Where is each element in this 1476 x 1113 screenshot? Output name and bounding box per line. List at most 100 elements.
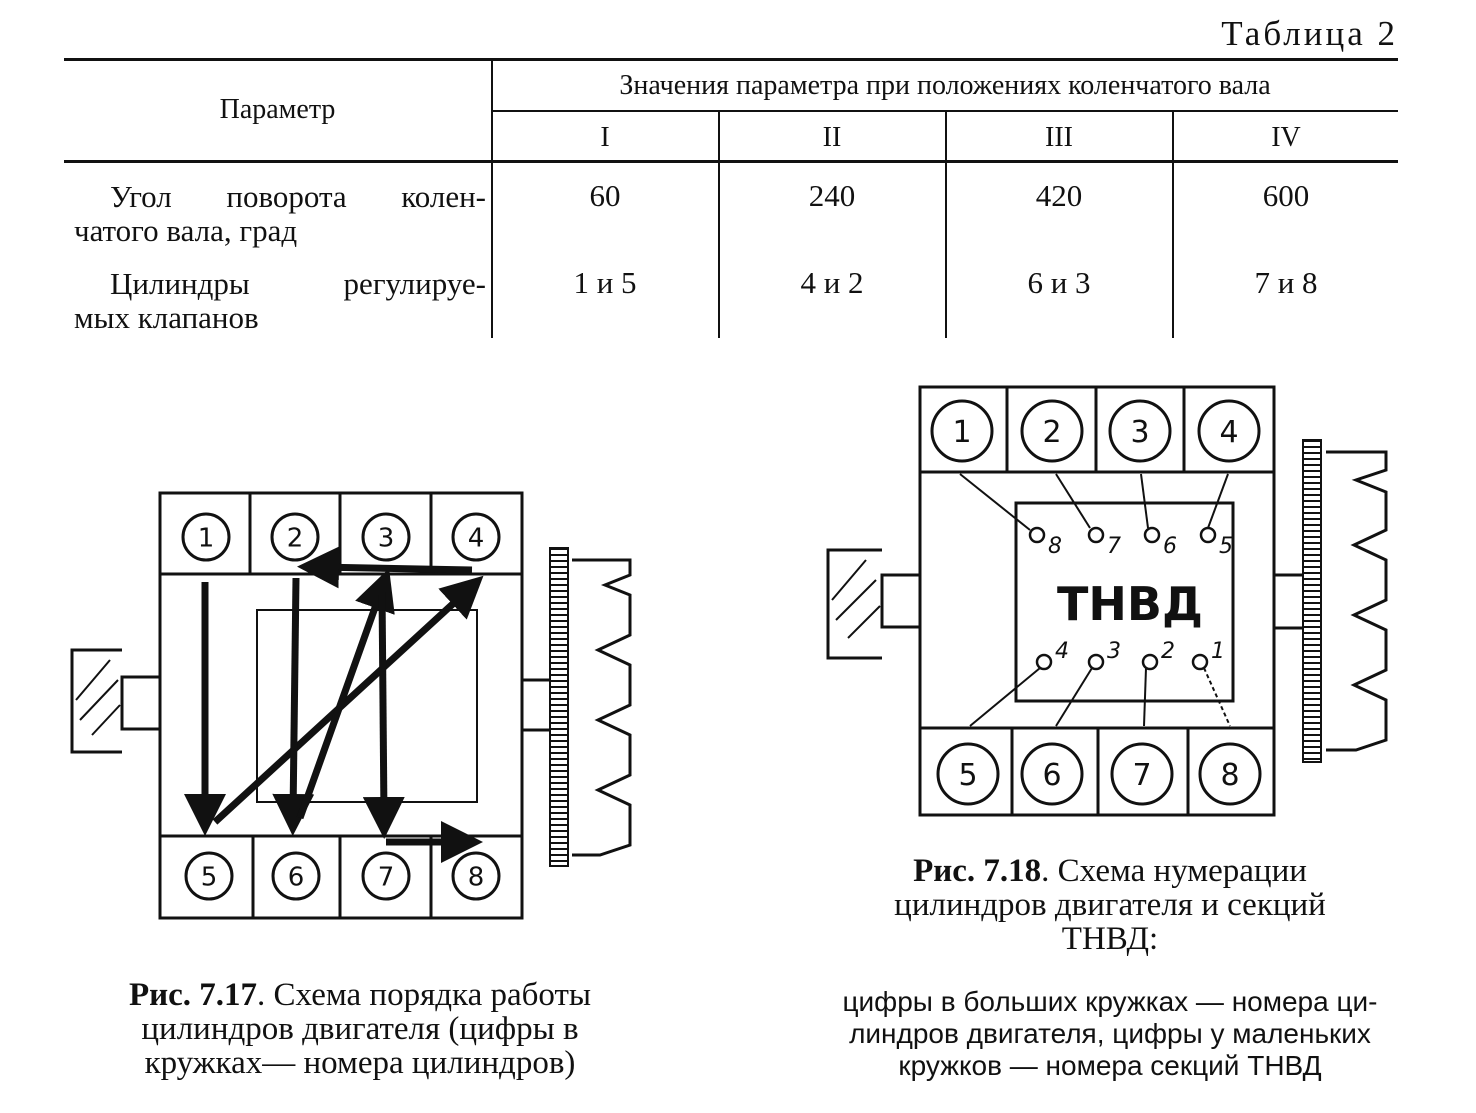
pump-section-circle	[1191, 653, 1209, 671]
cylinder-number: 1	[952, 415, 971, 450]
caption-number: Рис. 7.18	[913, 853, 1042, 889]
pump-section-number: 3	[1107, 639, 1121, 664]
connector-line	[1143, 667, 1147, 727]
order-arrow	[296, 568, 395, 820]
connector-line	[1203, 667, 1231, 727]
param-header: Параметр	[219, 94, 336, 125]
connector-line	[1140, 473, 1149, 529]
table-cell: 7 и 8	[1254, 265, 1318, 300]
pump-section-circle	[1199, 526, 1217, 544]
cylinder-number: 2	[287, 523, 304, 553]
row-label-line: Цилиндры регулируе-	[110, 266, 486, 301]
note-line: цифры в больших кружках — номера ци-	[842, 986, 1378, 1017]
cylinder-number: 3	[1130, 415, 1149, 450]
row-label-line: чатого вала, град	[74, 213, 298, 248]
connector-line	[1055, 473, 1091, 529]
connector-line	[1055, 667, 1093, 727]
pump-section-number: 7	[1107, 534, 1121, 559]
cylinder-circle	[1020, 742, 1084, 806]
caption-line: Рис. 7.17. Схема порядка работы	[60, 978, 660, 1012]
cylinder-number: 6	[288, 862, 305, 892]
table-cell: 60	[589, 178, 621, 213]
caption-line: цилиндров двигателя (цифры в	[141, 1011, 579, 1047]
table-col-divider	[491, 60, 493, 338]
cylinder-circle	[1198, 742, 1262, 806]
cylinder-number: 6	[1042, 758, 1061, 793]
cylinder-circle	[1197, 399, 1261, 463]
table-col-divider	[945, 111, 947, 338]
row-label-line: Угол поворота колен-	[110, 179, 486, 214]
cylinder-circle	[1020, 399, 1084, 463]
cylinder-circle	[361, 512, 411, 562]
cylinder-number: 8	[468, 862, 485, 892]
cylinder-circle	[1110, 742, 1174, 806]
cylinder-number: 1	[198, 523, 215, 553]
connector-line	[1207, 473, 1229, 529]
cylinder-circle	[451, 512, 501, 562]
figure-note: цифры в больших кружках — номера ци- лин…	[800, 986, 1420, 1082]
cylinder-number: 5	[958, 758, 977, 793]
caption-7-18: Рис. 7.18. Схема нумерации цилиндров дви…	[840, 854, 1380, 956]
pump-section-number: 8	[1048, 534, 1062, 559]
table-header-rule	[64, 160, 1398, 163]
order-arrow	[272, 577, 315, 836]
table-cell: 420	[1035, 178, 1083, 213]
position-header: III	[1045, 122, 1073, 153]
table-col-divider	[1172, 111, 1174, 338]
figure-7-17: 1 2 3 4 5 6 7 8	[70, 491, 632, 920]
note-line: линдров двигателя, цифры у маленьких	[849, 1018, 1371, 1049]
pump-section-number: 6	[1163, 534, 1177, 559]
pulley-outline	[1326, 450, 1388, 752]
position-header: II	[822, 122, 842, 153]
pump-section-circle	[1087, 526, 1105, 544]
pump-section-circle	[1087, 653, 1105, 671]
cylinder-circle	[936, 742, 1000, 806]
pulley-outline	[572, 558, 632, 857]
cylinder-number: 7	[378, 862, 395, 892]
cylinder-number: 3	[378, 523, 395, 553]
table-col-divider	[718, 111, 720, 338]
table-top-rule	[64, 58, 1398, 61]
pump-section-number: 1	[1211, 639, 1225, 664]
table-cell: 240	[808, 178, 856, 213]
pump-section-circle	[1141, 653, 1159, 671]
pump-section-circle	[1035, 653, 1053, 671]
table-cell: 6 и 3	[1027, 265, 1091, 300]
cylinder-circle	[1108, 399, 1172, 463]
caption-line: Рис. 7.18. Схема нумерации	[840, 854, 1380, 888]
caption-7-17: Рис. 7.17. Схема порядка работы цилиндро…	[60, 978, 660, 1080]
caption-line: ТНВД:	[1061, 921, 1159, 957]
pump-section-number: 4	[1055, 639, 1069, 664]
cylinder-circle	[361, 851, 411, 901]
pump-section-circle	[1143, 526, 1161, 544]
cylinder-number: 5	[201, 862, 218, 892]
cylinder-number: 2	[1042, 415, 1061, 450]
table-cell: 4 и 2	[800, 265, 864, 300]
connector-line	[969, 667, 1041, 727]
caption-number: Рис. 7.17	[128, 977, 258, 1013]
table-title: Таблица 2	[1221, 14, 1398, 53]
pump-label: ТНВД	[1057, 577, 1203, 631]
caption-line: цилиндров двигателя и секций	[894, 887, 1326, 923]
row-label-line: мых клапанов	[74, 300, 259, 335]
row-label: Цилиндры регулируе- мых клапанов	[74, 267, 486, 335]
cylinder-circle	[930, 399, 994, 463]
caption-text: . Схема нумерации	[1041, 853, 1307, 889]
caption-text: . Схема порядка работы	[257, 977, 592, 1013]
table-cell: 600	[1262, 178, 1310, 213]
position-header: I	[600, 122, 610, 153]
cylinder-circle	[184, 851, 234, 901]
table-cell: 1 и 5	[573, 265, 637, 300]
position-header: IV	[1271, 122, 1301, 153]
cylinder-number: 4	[1219, 415, 1238, 450]
caption-line: кружках— номера цилиндров)	[144, 1045, 576, 1081]
pump-section-circle	[1028, 526, 1046, 544]
order-arrow	[297, 546, 473, 589]
cylinder-number: 7	[1132, 758, 1151, 793]
row-label: Угол поворота колен- чатого вала, град	[74, 180, 486, 248]
cylinder-number: 4	[468, 523, 485, 553]
pump-section-number: 2	[1161, 639, 1175, 664]
note-line: кружков — номера секций ТНВД	[898, 1050, 1322, 1081]
pump-section-number: 5	[1219, 534, 1233, 559]
